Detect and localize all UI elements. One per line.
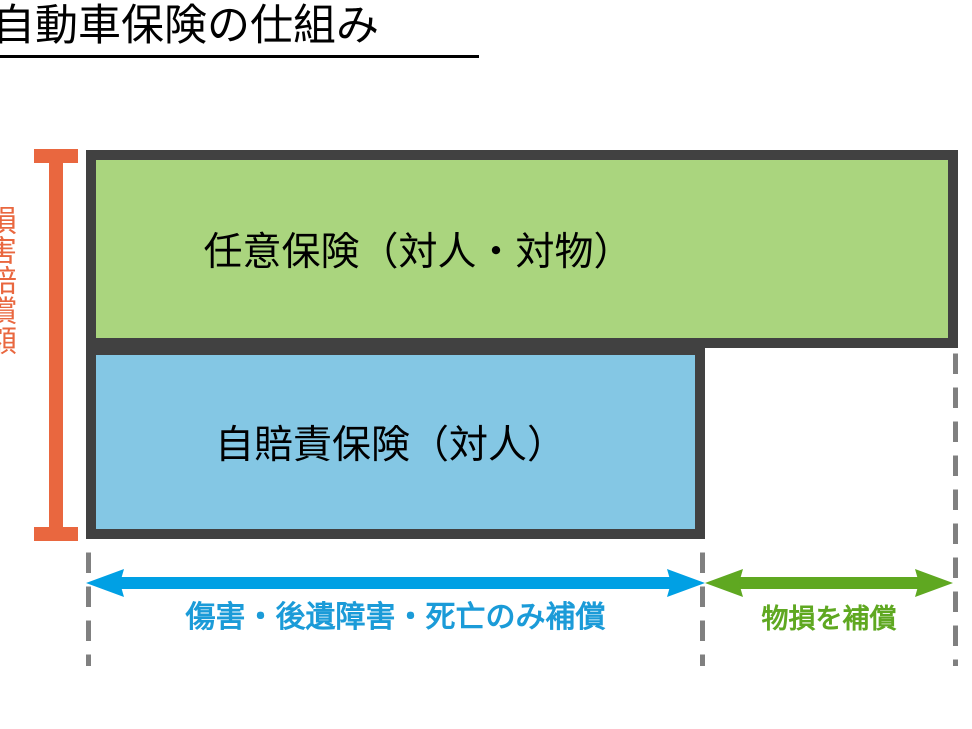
property-coverage-caption: 物損を補償: [761, 604, 897, 635]
property-coverage-arrow: [705, 563, 953, 603]
guide-line-left: [86, 541, 91, 666]
guide-line-right: [953, 347, 958, 666]
injury-coverage-arrow: [86, 563, 705, 603]
compulsory-insurance-box: 自賠責保険（対人）: [86, 345, 705, 539]
liability-range-bracket: [34, 149, 78, 541]
voluntary-insurance-label: 任意保険（対人・対物）: [203, 230, 633, 275]
guide-line-middle: [700, 541, 705, 666]
bracket-vertical-bar: [49, 149, 63, 541]
vertical-axis-label: 損害賠償額: [0, 205, 16, 355]
injury-coverage-caption: 傷害・後遺障害・死亡のみ補償: [185, 600, 606, 635]
title-underline: [0, 55, 479, 58]
voluntary-insurance-box: 任意保険（対人・対物）: [86, 150, 958, 348]
compulsory-insurance-label: 自賠責保険（対人）: [214, 423, 566, 468]
page-title-text: 自動車保険の仕組み: [0, 1, 379, 51]
page-title: 自動車保険の仕組み: [0, 2, 492, 60]
bracket-bottom-cap: [34, 527, 78, 541]
